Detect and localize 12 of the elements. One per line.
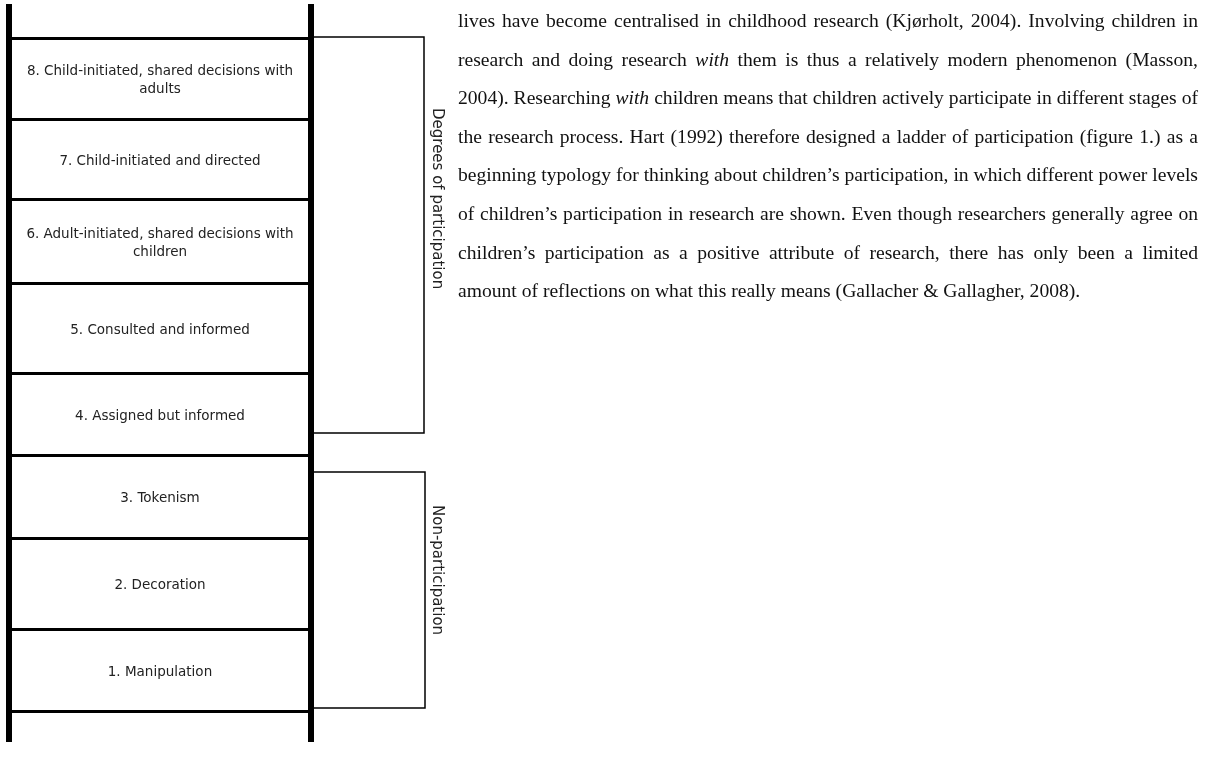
bracket-label: Degrees of participation <box>429 108 447 290</box>
rung-label: 3. Tokenism <box>119 488 201 506</box>
rung-label: 7. Child-initiated and directed <box>58 150 262 169</box>
bracket-label: Non-participation <box>429 505 447 636</box>
rung-label: 4. Assigned but informed <box>74 405 246 424</box>
ladder-rung <box>11 628 309 713</box>
body-paragraph: lives have become centralised in childhood research (Kjørholt, 2004). Involving children in research and doing research with them is thus a relatively modern phenomenon (Masson, 2004). Researching with children means that children actively participate in different stages of the research process. Hart (1992) therefore designed a ladder of participation (figure 1.) as a beginning typology for thinking about children’s participation, in which different power levels of children’s participation in research are shown. Even though researchers generally agree on children’s participation as a positive attribute of research, there has only been a limited amount of reflections on what this really means (Gallacher & Gallagher, 2008). <box>458 9 1198 304</box>
rung-label: 5. Consulted and informed <box>69 319 251 338</box>
rung-label: 1. Manipulation <box>106 661 214 680</box>
rung-label: 8. Child-initiated, shared decisions with adults <box>25 61 295 97</box>
rung-label: 2. Decoration <box>113 575 207 593</box>
rung-label: 6. Adult-initiated, shared decisions with children <box>25 223 295 260</box>
